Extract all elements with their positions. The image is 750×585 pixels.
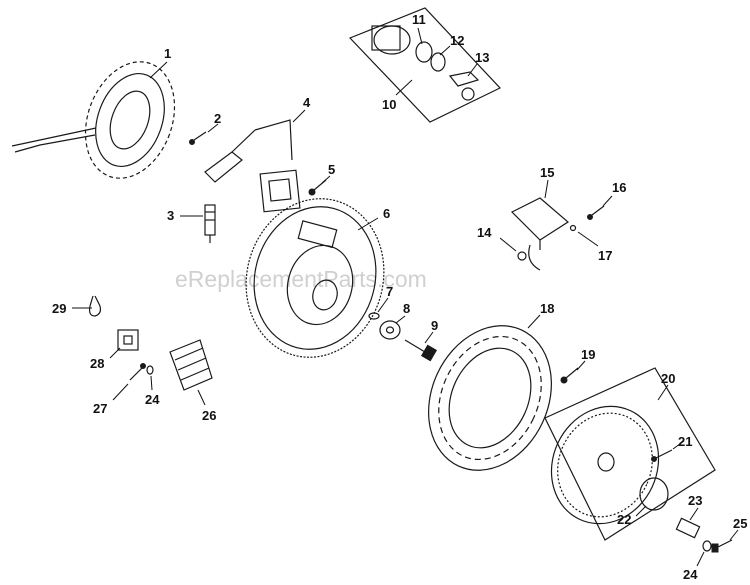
callout-19: 19 (581, 347, 595, 362)
callout-6: 6 (383, 206, 390, 221)
screw-part-16[interactable] (587, 205, 605, 220)
callout-7: 7 (386, 284, 393, 299)
flywheel-bolt-part[interactable] (404, 339, 438, 362)
screw-part-27[interactable] (129, 363, 146, 381)
washer-part-24b[interactable] (702, 540, 712, 552)
nut-part-14[interactable] (517, 251, 527, 261)
screw-part-21[interactable] (651, 449, 673, 462)
screw-part-25[interactable] (711, 539, 733, 553)
flywheel-part[interactable] (229, 183, 402, 373)
fan-part-18[interactable] (406, 306, 575, 491)
callout-20: 20 (661, 371, 675, 386)
key-switch-assembly[interactable] (348, 7, 501, 123)
key-part-7[interactable] (368, 312, 380, 320)
callout-21: 21 (678, 434, 692, 449)
callout-27: 27 (93, 401, 107, 416)
callout-5: 5 (328, 162, 335, 177)
callout-9: 9 (431, 318, 438, 333)
rectifier-part-26[interactable] (169, 339, 213, 391)
callout-15: 15 (540, 165, 554, 180)
callout-29: 29 (52, 301, 66, 316)
module-part-28[interactable] (117, 329, 139, 351)
washer-part-8[interactable] (379, 320, 401, 340)
callout-17: 17 (598, 248, 612, 263)
callout-4: 4 (303, 95, 311, 110)
callout-14: 14 (477, 225, 492, 240)
callout-8: 8 (403, 301, 410, 316)
callout-28: 28 (90, 356, 104, 371)
regulator-part-15[interactable] (510, 197, 570, 271)
callout-23: 23 (688, 493, 702, 508)
watermark-text: eReplacementParts.com (175, 266, 427, 292)
callout-11: 11 (412, 12, 426, 27)
screw-part-19[interactable] (560, 367, 579, 384)
spacer-part-23[interactable] (675, 517, 701, 539)
callout-2: 2 (214, 111, 221, 126)
callout-24b: 24 (683, 567, 698, 582)
callout-18: 18 (540, 301, 554, 316)
ignition-module-part[interactable] (204, 119, 301, 213)
callout-3: 3 (167, 208, 174, 223)
callout-12: 12 (450, 33, 464, 48)
callout-1: 1 (164, 46, 171, 61)
callout-26: 26 (202, 408, 216, 423)
decal-part-22[interactable] (639, 477, 669, 511)
stator-part[interactable] (11, 49, 190, 190)
callout-16: 16 (612, 180, 626, 195)
callout-13: 13 (475, 50, 489, 65)
callout-22: 22 (617, 512, 631, 527)
washer-part-24a[interactable] (146, 365, 154, 375)
callout-10: 10 (382, 97, 396, 112)
callout-25: 25 (733, 516, 747, 531)
callout-24a: 24 (145, 392, 160, 407)
washer-part-17[interactable] (569, 224, 577, 232)
screw-part-2[interactable] (189, 131, 207, 145)
clip-part-29[interactable] (88, 295, 102, 317)
spark-plug-part[interactable] (204, 204, 216, 243)
